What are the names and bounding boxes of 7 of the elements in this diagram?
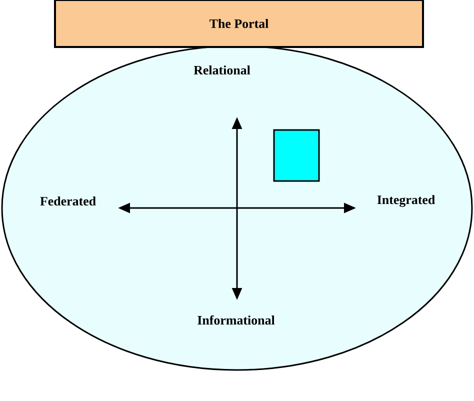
ellipse-shape [1, 45, 473, 371]
axis-label: Relational [194, 65, 250, 75]
axis-label: Informational [198, 315, 275, 325]
axis-label: Federated [40, 196, 96, 206]
axis-label: Integrated [377, 195, 435, 207]
square-box [273, 129, 320, 182]
title-box: The Portal [54, 0, 424, 48]
